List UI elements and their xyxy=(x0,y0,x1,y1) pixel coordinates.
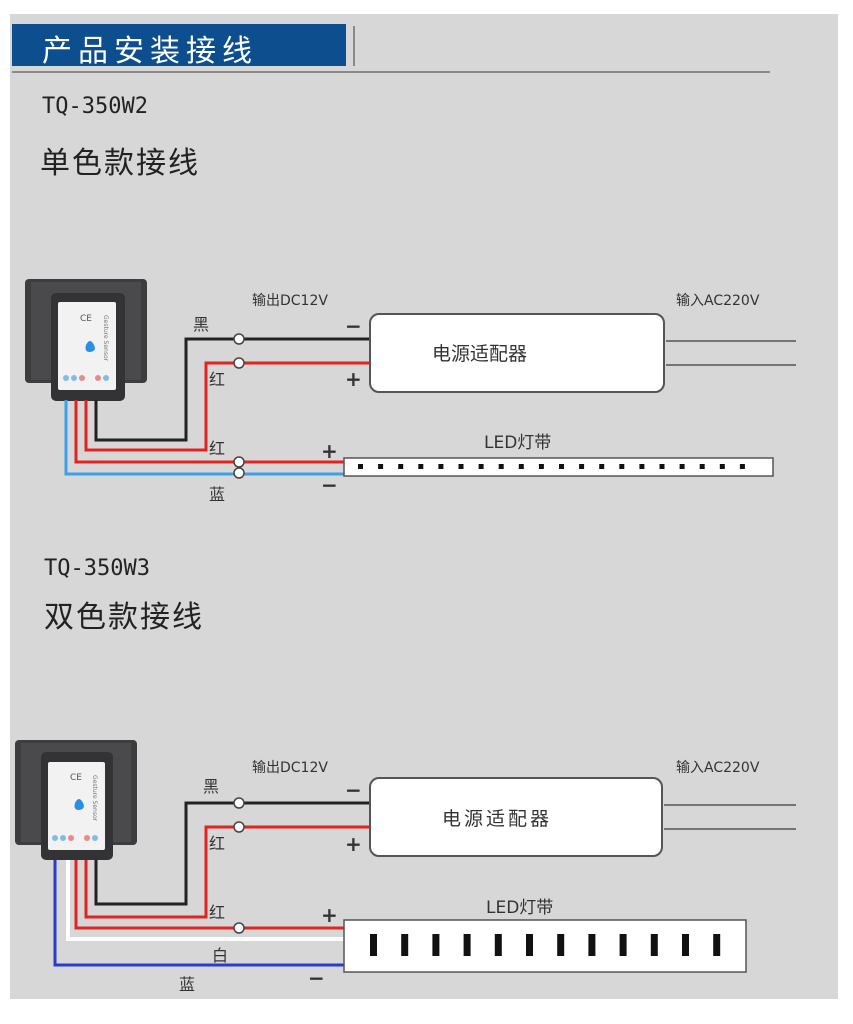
led-chip xyxy=(713,934,721,956)
model-number-2: TQ-350W3 xyxy=(44,556,150,581)
ce-mark-icon: CE xyxy=(80,314,92,324)
led-chip xyxy=(659,464,665,469)
led-chip xyxy=(518,464,524,469)
adapter-minus-sign: − xyxy=(345,314,362,338)
output-voltage-label: 输出DC12V xyxy=(252,293,328,309)
connector-terminal xyxy=(233,357,245,369)
led-strip-2 xyxy=(343,919,747,973)
wiring-section-2: CE Gesture Sensor 黑 红 红 白 蓝 输出DC12V 电源适配… xyxy=(15,740,796,994)
section-subtitle-1: 单色款接线 xyxy=(40,146,200,181)
led-strip-label: LED灯带 xyxy=(486,898,553,918)
led-chip xyxy=(579,464,585,469)
wire-black-2 xyxy=(94,801,238,906)
led-chip xyxy=(463,934,471,956)
wire-label-red: 红 xyxy=(209,370,225,389)
wire-red-adapter-2 xyxy=(84,825,238,919)
led-chip xyxy=(398,464,404,469)
led-chip xyxy=(378,464,384,469)
led-chip xyxy=(494,934,502,956)
led-chip xyxy=(401,934,409,956)
led-chip xyxy=(418,464,424,469)
led-chip xyxy=(619,934,627,956)
connector-terminal xyxy=(233,467,245,479)
hand-icon xyxy=(74,799,84,810)
led-chip xyxy=(559,464,564,469)
led-chip xyxy=(557,934,565,956)
wire-red-led-2 xyxy=(74,860,238,930)
led-chip xyxy=(619,464,625,469)
wire-label-black: 黑 xyxy=(203,777,219,796)
led-chip xyxy=(650,934,658,956)
connector-terminal xyxy=(233,922,245,934)
wire-label-blue: 蓝 xyxy=(209,485,225,504)
wire-label-blue: 蓝 xyxy=(179,975,195,994)
section-subtitle-2: 双色款接线 xyxy=(44,600,204,635)
led-chip xyxy=(526,934,533,956)
wire-white-2 xyxy=(66,860,345,941)
input-voltage-label: 输入AC220V xyxy=(676,293,760,309)
header-divider xyxy=(353,26,355,66)
connector-terminal xyxy=(233,333,245,345)
led-strip-2-leds xyxy=(370,934,721,956)
wire-label-white: 白 xyxy=(212,946,228,965)
led-chip xyxy=(478,464,484,469)
wire-label-black: 黑 xyxy=(193,315,209,334)
led-chip xyxy=(358,464,363,469)
led-chip xyxy=(682,934,689,956)
wiring-section-1: CE Gesture Sensor 黑 红 红 蓝 输出DC12V 电源适配器 xyxy=(25,279,796,504)
power-adapter-label: 电源适配器 xyxy=(442,808,552,830)
wire-label-red: 红 xyxy=(209,834,225,853)
led-chip xyxy=(538,464,544,469)
led-strip-label: LED灯带 xyxy=(484,433,551,453)
led-chip xyxy=(739,464,745,469)
led-chip xyxy=(498,464,504,469)
wire-red-adapter-1 xyxy=(84,361,238,452)
led-chip xyxy=(588,934,596,956)
device-label: Gesture Sensor xyxy=(91,775,98,822)
adapter-minus-sign: − xyxy=(345,778,362,802)
wire-red-led-1 xyxy=(74,400,238,464)
header-rule xyxy=(12,71,770,73)
wire-label-red: 红 xyxy=(209,439,225,458)
connector-terminal xyxy=(233,456,245,468)
wire-label-red: 红 xyxy=(209,903,225,922)
power-adapter-label: 电源适配器 xyxy=(432,343,527,365)
device-label: Gesture Sensor xyxy=(102,315,109,362)
led-chip xyxy=(438,464,444,469)
ce-mark-icon: CE xyxy=(70,773,82,783)
led-chip xyxy=(639,464,645,469)
led-chip xyxy=(432,934,440,956)
page-title: 产品安装接线 xyxy=(42,34,258,69)
led-chip xyxy=(599,464,605,469)
adapter-plus-sign: + xyxy=(345,832,362,856)
connector-terminal xyxy=(233,797,245,809)
led-plus-sign: + xyxy=(321,439,338,463)
header-bar xyxy=(12,24,346,66)
output-voltage-label: 输出DC12V xyxy=(252,760,328,776)
led-chip xyxy=(699,464,705,469)
adapter-plus-sign: + xyxy=(345,367,362,391)
connector-terminal xyxy=(233,821,245,833)
wire-black-1 xyxy=(94,337,238,442)
led-minus-sign: − xyxy=(308,966,325,990)
power-adapter-1 xyxy=(369,313,665,393)
led-plus-sign: + xyxy=(321,903,338,927)
led-strip-1-leds xyxy=(358,464,745,469)
model-number-1: TQ-350W2 xyxy=(42,94,148,119)
gesture-sensor-device-1: CE Gesture Sensor xyxy=(25,279,147,401)
input-voltage-label: 输入AC220V xyxy=(676,760,760,776)
gesture-sensor-device-2: CE Gesture Sensor xyxy=(15,740,137,860)
led-minus-sign: − xyxy=(321,473,338,497)
led-chip xyxy=(370,934,377,956)
wire-blue-2 xyxy=(53,860,345,967)
led-chip xyxy=(679,464,685,469)
power-adapter-2 xyxy=(369,777,663,857)
led-chip xyxy=(719,464,725,469)
led-chip xyxy=(458,464,464,469)
led-strip-1 xyxy=(343,457,774,477)
hand-icon xyxy=(85,341,95,352)
wire-blue-1 xyxy=(64,400,238,476)
